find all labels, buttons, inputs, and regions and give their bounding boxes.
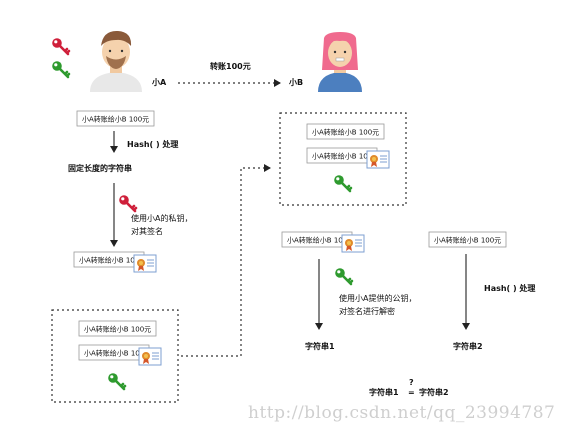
verify-label-line2: 对签名进行解密 [339, 306, 395, 316]
hash-message-box [428, 231, 507, 248]
person-b-name: 小B [288, 77, 303, 87]
green-key-icon-package [106, 371, 127, 391]
green-key-icon-received [332, 173, 353, 193]
transfer-label: 转账100元 [210, 61, 251, 71]
certificate-badge-icon [133, 254, 157, 273]
string1-label: 字符串1 [305, 341, 335, 351]
sign-label-line2: 对其签名 [131, 226, 163, 236]
compare-question: ? [409, 378, 414, 387]
red-key-icon [50, 36, 71, 56]
person-a-name: 小A [151, 77, 167, 87]
received-message-box [306, 123, 385, 140]
certificate-badge-icon-received [366, 150, 390, 169]
send-connector [181, 164, 271, 357]
svg-text:小A转账给小B 100元: 小A转账给小B 100元 [79, 256, 146, 265]
svg-text:小A转账给小B 100元: 小A转账给小B 100元 [312, 128, 379, 137]
certificate-badge-icon-package [138, 347, 162, 366]
green-key-icon [50, 59, 71, 79]
svg-text:小A转账给小B 100元: 小A转账给小B 100元 [312, 152, 379, 161]
verify-label-line1: 使用小A提供的公钥， [339, 293, 416, 303]
message-box-original [76, 110, 155, 127]
sign-label-line1: 使用小A的私钥， [131, 213, 192, 223]
fixed-length-label: 固定长度的字符串 [68, 163, 132, 173]
person-b-avatar [318, 32, 362, 92]
certificate-badge-icon-verify [341, 234, 365, 253]
svg-text:小A转账给小B 100元: 小A转账给小B 100元 [84, 325, 151, 334]
svg-text:小A转账给小B 100元: 小A转账给小B 100元 [84, 349, 151, 358]
signed-package-left [51, 309, 179, 403]
compare-left: 字符串1 [369, 387, 399, 397]
hash-label-left: Hash( ) 处理 [127, 139, 178, 149]
watermark: http://blog.csdn.net/qq_23994787 [248, 403, 555, 423]
green-key-icon-verify [333, 266, 354, 286]
person-a-avatar [90, 30, 142, 92]
svg-text:小A转账给小B 100元: 小A转账给小B 100元 [434, 236, 501, 245]
signed-package-right [279, 112, 407, 206]
compare-right: 字符串2 [419, 387, 449, 397]
svg-text:小A转账给小B 100元: 小A转账给小B 100元 [82, 115, 149, 124]
red-key-icon-sign [117, 193, 138, 213]
hash-label-right: Hash( ) 处理 [484, 283, 535, 293]
string2-label: 字符串2 [453, 341, 483, 351]
package-message-box [78, 320, 157, 337]
svg-text:小A转账给小B 100元: 小A转账给小B 100元 [287, 236, 354, 245]
compare-equals: = [408, 388, 415, 397]
